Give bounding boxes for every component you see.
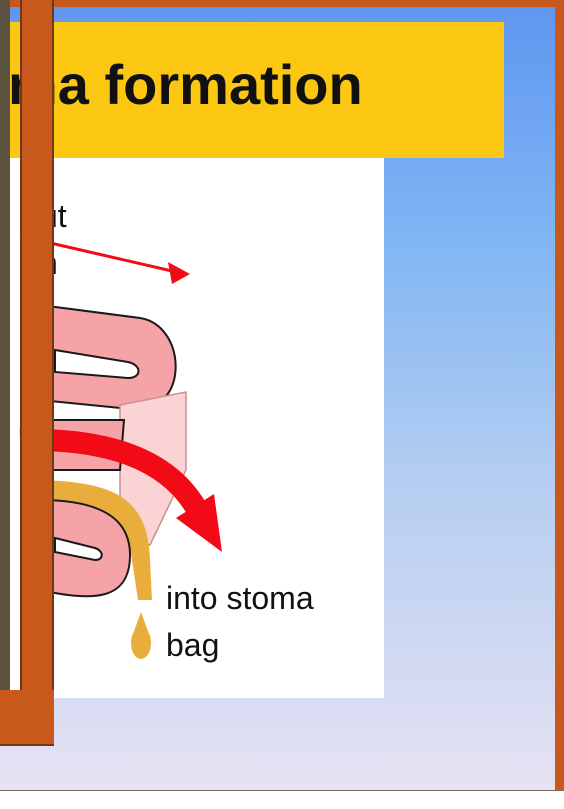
left-edge-shadow	[0, 0, 10, 690]
stool-drop-tip	[133, 612, 149, 634]
left-frame-bar	[20, 0, 54, 745]
output-arrow-head	[168, 262, 190, 284]
label-bottom-line1: into stoma	[166, 580, 314, 617]
label-bottom-line2: bag	[166, 627, 219, 664]
left-frame-corner	[0, 690, 54, 746]
